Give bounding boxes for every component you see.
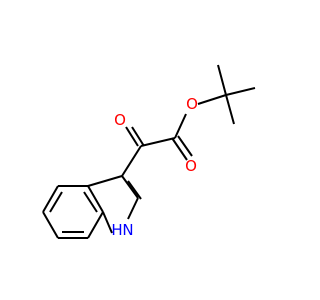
bond xyxy=(131,126,145,147)
bond xyxy=(49,191,63,213)
bond xyxy=(171,137,188,161)
bond xyxy=(83,191,98,213)
molecule-structure: O O O N H xyxy=(42,64,256,239)
atom-label-oxygen: O xyxy=(185,157,197,175)
bond xyxy=(87,175,123,187)
structure-canvas: O O O N H xyxy=(42,64,256,239)
bond xyxy=(225,87,256,96)
bond xyxy=(174,113,187,139)
bond xyxy=(225,94,235,125)
bond xyxy=(121,145,142,177)
atom-label-oxygen: O xyxy=(114,111,126,129)
atom-label-nitrogen: N xyxy=(122,221,133,239)
bond xyxy=(121,175,139,199)
bond xyxy=(140,137,176,147)
bond xyxy=(217,64,227,96)
bond xyxy=(42,211,59,239)
bond xyxy=(197,94,227,105)
bond xyxy=(125,126,139,147)
bond xyxy=(127,180,142,200)
atom-label-oxygen: O xyxy=(186,95,198,113)
bond xyxy=(127,197,139,220)
bond xyxy=(102,211,113,234)
bond xyxy=(42,185,59,213)
bond xyxy=(87,211,104,239)
bond xyxy=(87,185,104,213)
bond xyxy=(177,135,193,157)
atom-label-hydrogen: H xyxy=(111,221,122,239)
